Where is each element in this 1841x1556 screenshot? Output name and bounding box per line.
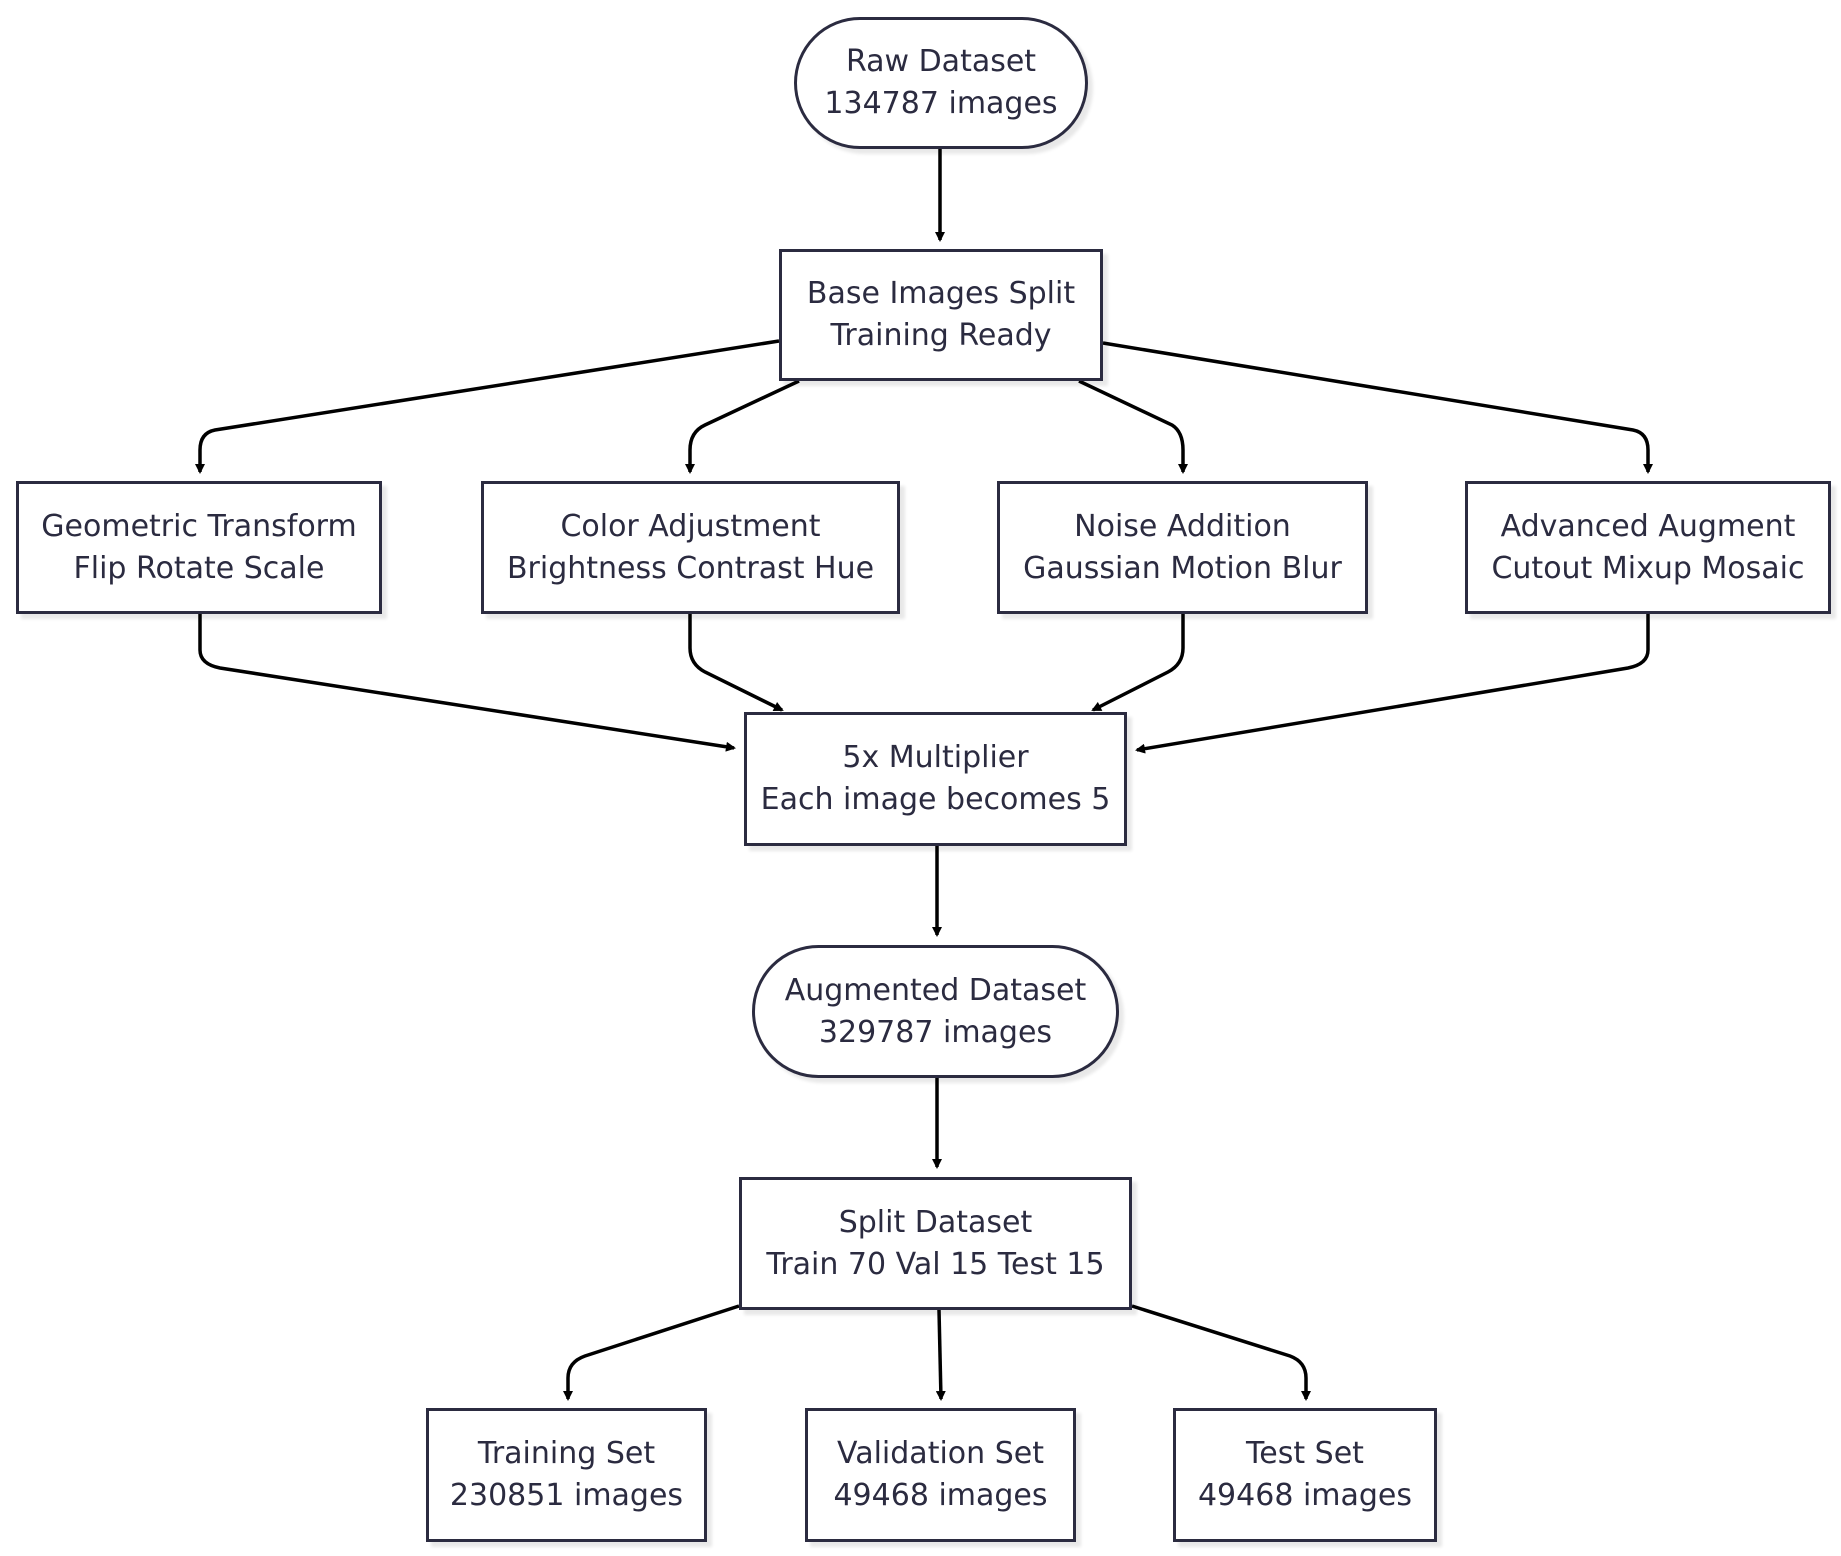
noise-addition-detail: Gaussian Motion Blur: [1023, 550, 1342, 586]
base-images-subtitle: Training Ready: [830, 318, 1052, 353]
split-dataset-node: Split Dataset Train 70 Val 15 Test 15: [739, 1177, 1132, 1310]
edge-geometric-to-multiplier: [198, 614, 736, 752]
augmented-dataset-title: Augmented Dataset: [784, 972, 1087, 1008]
multiplier-node: 5x Multiplier Each image becomes 5: [744, 712, 1127, 846]
edge-base-to-color: [685, 379, 800, 474]
geometric-transform-node: Geometric Transform Flip Rotate Scale: [16, 481, 382, 614]
noise-addition-node: Noise Addition Gaussian Motion Blur: [997, 481, 1368, 614]
advanced-augment-title: Advanced Augment: [1500, 508, 1796, 544]
color-adjustment-title: Color Adjustment: [560, 508, 821, 544]
noise-addition-title: Noise Addition: [1074, 508, 1291, 544]
test-set-node: Test Set 49468 images: [1173, 1408, 1437, 1542]
test-set-count: 49468 images: [1197, 1478, 1413, 1513]
edge-split-to-training: [563, 1304, 740, 1401]
base-images-split-node: Base Images Split Training Ready: [779, 249, 1103, 381]
advanced-augment-node: Advanced Augment Cutout Mixup Mosaic: [1465, 481, 1831, 614]
color-adjustment-node: Color Adjustment Brightness Contrast Hue: [481, 481, 900, 614]
edge-base-to-geometric: [195, 339, 780, 474]
training-set-count: 230851 images: [449, 1478, 684, 1513]
multiplier-title: 5x Multiplier: [842, 740, 1029, 775]
augmented-dataset-count: 329787 images: [818, 1014, 1053, 1050]
advanced-augment-detail: Cutout Mixup Mosaic: [1491, 550, 1805, 586]
edge-split-to-validation: [935, 1309, 946, 1401]
training-set-title: Training Set: [477, 1436, 656, 1471]
raw-dataset-title: Raw Dataset: [845, 44, 1037, 79]
edge-noise-to-multiplier: [1091, 614, 1185, 712]
edge-color-to-multiplier: [688, 614, 784, 712]
edge-base-to-noise: [1078, 379, 1188, 474]
color-adjustment-detail: Brightness Contrast Hue: [506, 550, 875, 586]
training-set-node: Training Set 230851 images: [426, 1408, 707, 1542]
geometric-transform-title: Geometric Transform: [41, 508, 357, 544]
geometric-transform-detail: Flip Rotate Scale: [73, 550, 325, 586]
split-dataset-title: Split Dataset: [838, 1204, 1033, 1240]
base-images-title: Base Images Split: [806, 276, 1076, 311]
edge-advanced-to-multiplier: [1135, 614, 1650, 754]
validation-set-node: Validation Set 49468 images: [805, 1408, 1076, 1542]
multiplier-detail: Each image becomes 5: [760, 782, 1111, 817]
raw-dataset-count: 134787 images: [824, 86, 1058, 121]
edge-split-to-test: [1131, 1304, 1311, 1401]
validation-set-count: 49468 images: [833, 1478, 1048, 1513]
edge-base-to-advanced: [1102, 341, 1653, 474]
split-dataset-ratios: Train 70 Val 15 Test 15: [766, 1246, 1105, 1282]
augmented-dataset-node: Augmented Dataset 329787 images: [752, 945, 1119, 1078]
validation-set-title: Validation Set: [837, 1436, 1044, 1471]
raw-dataset-node: Raw Dataset 134787 images: [794, 17, 1088, 149]
test-set-title: Test Set: [1246, 1436, 1364, 1471]
